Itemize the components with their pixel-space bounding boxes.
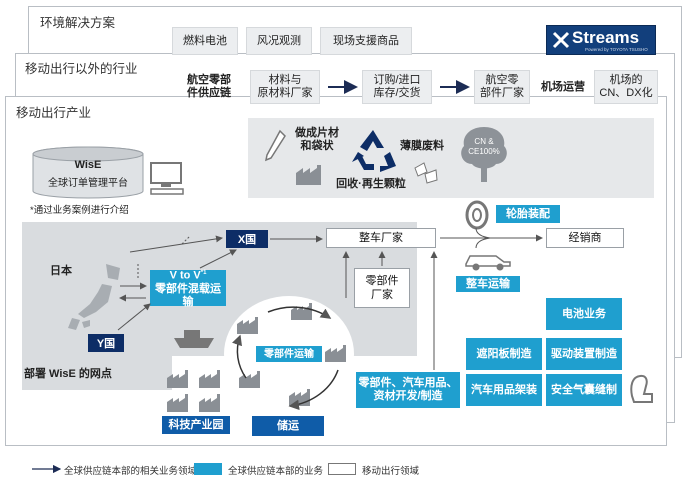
legend-white-swatch — [328, 463, 356, 475]
x-country-box: X国 — [226, 230, 268, 248]
network-region-lower — [22, 356, 172, 390]
drive-device-box: 驱动装置制造 — [546, 338, 622, 370]
layer-non-mobility-title: 移动出行以外的行业 — [25, 62, 138, 76]
layer-environment-title: 环境解决方案 — [40, 16, 116, 30]
wise-title: WisE — [74, 158, 102, 171]
aviation-parts-maker-box: 航空零 部件厂家 — [474, 70, 530, 104]
streams-logo: Streams Powered by TOYOTA TSUSHO — [546, 25, 656, 55]
logo-tagline: Powered by TOYOTA TSUSHO — [585, 47, 648, 52]
case-study-note: *通过业务案例进行介绍 — [30, 205, 129, 216]
storage-box: 储运 — [252, 416, 324, 436]
cn-ce-label: CN & CE100% — [468, 137, 500, 156]
japan-map-icon — [68, 264, 120, 330]
tire-assembly-box: 轮胎装配 — [496, 205, 560, 223]
parts-dev-box: 零部件、汽车用品、 资材开发/制造 — [356, 372, 460, 408]
layer-mobility-title: 移动出行产业 — [16, 106, 92, 120]
v-to-v-box: V to V*1 零部件混载运输 — [150, 269, 226, 308]
battery-business-box: 电池业务 — [546, 298, 622, 330]
sunshade-box: 遮阳板制造 — [466, 338, 542, 370]
x-logo-icon — [552, 31, 570, 49]
factory-icon — [325, 345, 346, 362]
tech-park-box: 科技产业园 — [162, 416, 230, 434]
wind-observation-box: 风况观测 — [246, 27, 312, 55]
legend-white-label: 移动出行领域 — [362, 466, 420, 477]
dealer-box: 经销商 — [546, 228, 624, 248]
airbag-box: 安全气囊缝制 — [546, 374, 622, 406]
aviation-supply-chain-label: 航空零部 件供应链 — [187, 74, 231, 99]
field-support-box: 现场支援商品 — [320, 27, 412, 55]
sheet-bag-label: 做成片材 和袋状 — [295, 127, 339, 152]
ship-icon — [174, 330, 214, 348]
film-pieces-icon — [414, 162, 438, 184]
pellet-label: 回收·再生颗粒 — [336, 177, 406, 190]
logo-name: Streams — [572, 28, 640, 47]
fuel-cell-box: 燃料电池 — [172, 27, 238, 55]
material-maker-box: 材料与 原材料厂家 — [250, 70, 320, 104]
car-maker-box: 整车厂家 — [326, 228, 436, 248]
v-to-v-footnote: *1 — [200, 270, 207, 277]
vehicle-transport-box: 整车运输 — [456, 276, 520, 292]
factory-icon — [296, 165, 321, 185]
parts-transport-box: 零部件运输 — [256, 346, 322, 362]
legend-arrow-label: 全球供应链本部的相关业务领域 — [64, 466, 198, 477]
car-accessories-box: 汽车用品架装 — [466, 374, 542, 406]
order-import-box: 订购/进口 库存/交货 — [362, 70, 432, 104]
seat-icon — [630, 374, 653, 403]
pen-icon — [264, 129, 286, 162]
factory-icon — [237, 317, 258, 334]
computer-icon — [150, 162, 184, 195]
wise-deploy-label: 部署 WisE 的网点 — [24, 367, 112, 380]
parts-maker-box: 零部件 厂家 — [354, 268, 410, 308]
y-country-box: Y国 — [88, 334, 124, 352]
airport-ops-label: 机场运营 — [541, 80, 585, 93]
v-to-v-line2: 零部件混载运输 — [155, 282, 221, 308]
car-transport-icon — [465, 255, 511, 271]
database-icon — [32, 146, 144, 199]
legend-blue-label: 全球供应链本部的业务 — [228, 466, 324, 477]
legend-blue-swatch — [194, 463, 222, 475]
tire-icon — [465, 200, 489, 230]
airport-cndx-box: 机场的 CN、DX化 — [594, 70, 658, 104]
film-waste-label: 薄膜废料 — [400, 139, 444, 152]
wise-subtitle: 全球订单管理平台 — [48, 177, 128, 189]
v-to-v-line1: V to V — [169, 269, 201, 282]
tree-icon — [461, 127, 507, 182]
tech-park-factories-icon — [167, 370, 220, 412]
japan-label: 日本 — [50, 265, 72, 277]
recycle-icon — [352, 130, 396, 172]
